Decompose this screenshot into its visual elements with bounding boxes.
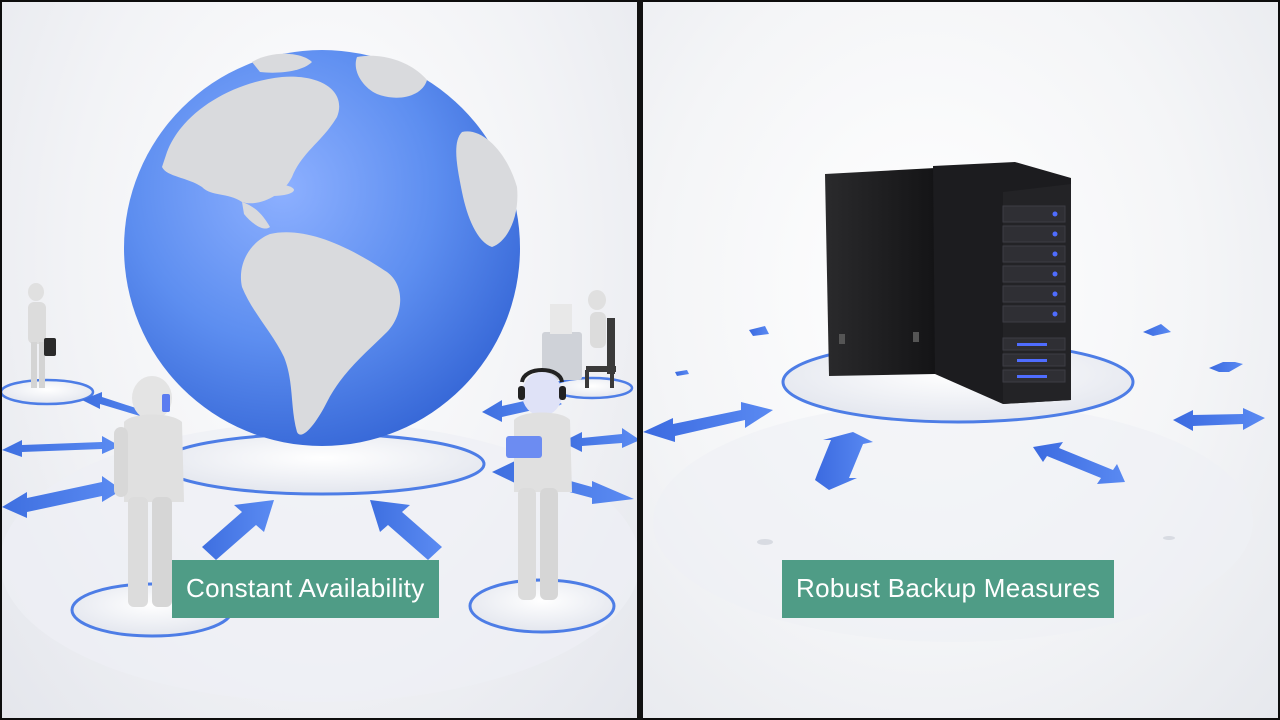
desk-worker-icon [542,290,616,388]
caption-constant-availability: Constant Availability [172,560,439,618]
person-headset-icon [506,368,572,600]
left-panel: Constant Availability [2,2,637,718]
right-panel: Robust Backup Measures [643,2,1278,718]
globe-icon [124,50,520,446]
person-phone-icon [114,376,184,607]
businessman-icon [28,283,56,388]
caption-robust-backup-measures: Robust Backup Measures [782,560,1115,618]
panel-divider [637,0,643,720]
bidirectional-arrow-icon [643,324,1265,490]
server-rack-icon [825,162,1071,404]
